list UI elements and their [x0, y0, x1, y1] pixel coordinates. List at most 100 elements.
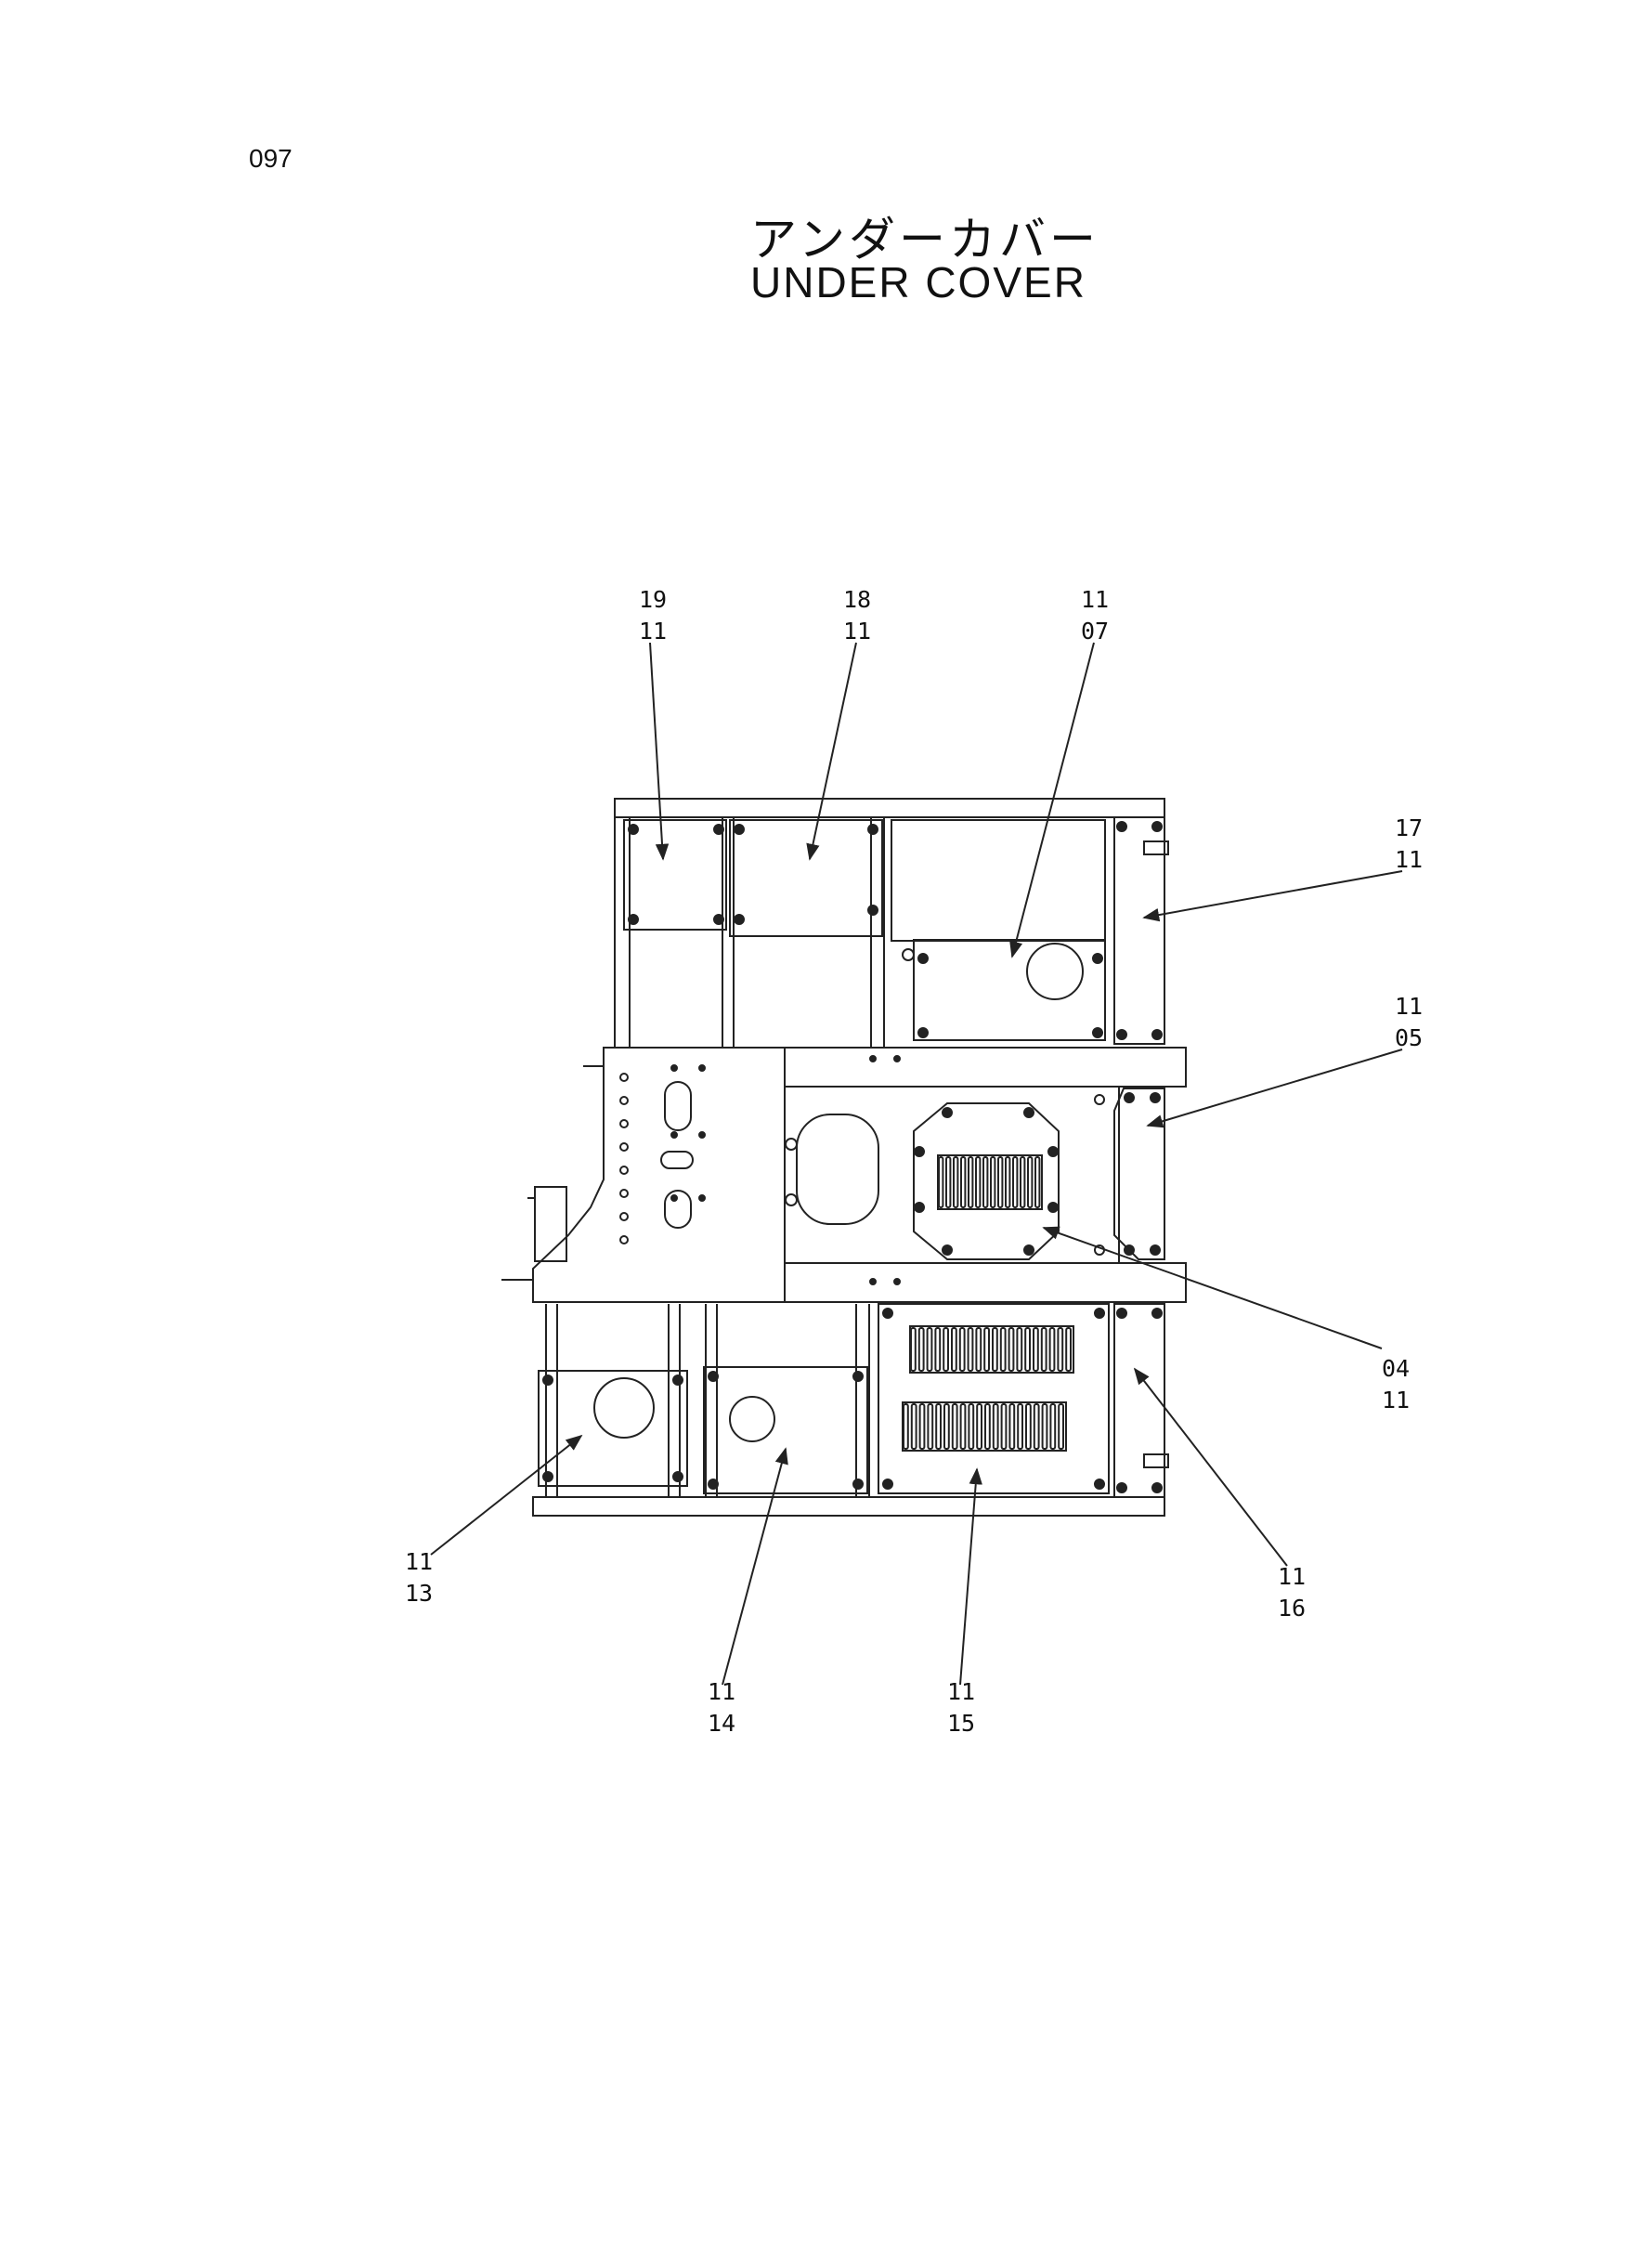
callout-18-11-bottom: 11	[843, 618, 871, 645]
callout-19-11: 19 11	[639, 586, 667, 645]
cover-17-11	[1113, 816, 1169, 1045]
louvre-slat	[934, 1327, 942, 1372]
callout-11-05-top: 11	[1395, 993, 1423, 1020]
louvre-slat	[976, 1403, 982, 1450]
callout-11-16-top: 11	[1278, 1563, 1306, 1590]
cover-04-11	[913, 1102, 1060, 1260]
callout-11-15-top: 11	[947, 1678, 975, 1705]
lower-crossbeam	[784, 1262, 1187, 1303]
callout-11-13-bottom: 13	[405, 1580, 433, 1607]
louvre-slat	[982, 1156, 989, 1208]
louvre-slat	[1025, 1403, 1032, 1450]
callouts: 19 11 18 11 11 07 17 11 11 05 04 11 11 1…	[405, 586, 1423, 1737]
top-rail	[614, 798, 1165, 818]
callout-11-07: 11 07	[1081, 586, 1109, 645]
louvre-slat	[943, 1327, 950, 1372]
callout-17-11: 17 11	[1395, 814, 1423, 873]
frame	[532, 798, 1187, 1517]
louvre-slat	[1024, 1327, 1031, 1372]
louvre-slat	[1000, 1403, 1008, 1450]
louvre-slat	[999, 1327, 1007, 1372]
louvre-slat	[918, 1403, 926, 1450]
louvre-slat	[953, 1156, 959, 1208]
cover-11-15	[878, 1303, 1110, 1494]
louvre-slat	[935, 1403, 943, 1450]
callout-11-07-top: 11	[1081, 586, 1109, 613]
title-japanese: アンダーカバー	[750, 213, 1099, 267]
louvre-slat	[967, 1327, 974, 1372]
callout-17-11-top: 17	[1395, 814, 1423, 841]
callout-11-13-top: 11	[405, 1548, 433, 1575]
louvre-slat	[1005, 1156, 1011, 1208]
louvre-slat	[1040, 1327, 1047, 1372]
cover-11-16	[1113, 1303, 1169, 1498]
callout-04-11: 04 11	[1382, 1355, 1410, 1414]
louvre-slat	[1065, 1327, 1072, 1372]
louvre-slat	[1017, 1403, 1023, 1450]
louvre-slat	[926, 1327, 933, 1372]
callout-11-14-bottom: 14	[708, 1710, 735, 1737]
louvre-slat	[1012, 1156, 1019, 1208]
louvre-slat	[968, 1403, 975, 1450]
louvre-slat	[959, 1403, 967, 1450]
callout-11-16: 11 16	[1278, 1563, 1306, 1622]
louvre-slat	[1034, 1156, 1041, 1208]
callout-11-13: 11 13	[405, 1548, 433, 1607]
cover-18-11	[729, 819, 883, 937]
callout-17-11-bottom: 11	[1395, 846, 1423, 873]
cover-11-05	[1113, 1088, 1165, 1260]
callout-11-14: 11 14	[708, 1678, 735, 1737]
louvre-slat	[1041, 1403, 1048, 1450]
callout-11-15: 11 15	[947, 1678, 975, 1737]
callout-11-05: 11 05	[1395, 993, 1423, 1051]
louvre-slat	[960, 1156, 967, 1208]
cover-11-13	[538, 1370, 688, 1487]
cover-19-11	[623, 819, 727, 931]
louvre-slat	[1008, 1327, 1015, 1372]
cover-11-14	[703, 1366, 868, 1494]
louvre-slat	[951, 1403, 958, 1450]
callout-18-11: 18 11	[843, 586, 871, 645]
louvre-slat	[975, 1156, 982, 1208]
louvre-slat	[1057, 1327, 1064, 1372]
callout-11-15-bottom: 15	[947, 1710, 975, 1737]
callout-04-11-bottom: 11	[1382, 1387, 1410, 1414]
louvre-slat	[1020, 1156, 1026, 1208]
louvre-slat	[984, 1403, 991, 1450]
callout-19-11-bottom: 11	[639, 618, 667, 645]
callout-11-14-top: 11	[708, 1678, 735, 1705]
louvre-slat	[990, 1156, 996, 1208]
louvre-slat	[975, 1327, 982, 1372]
leader-lines	[430, 642, 1403, 1686]
louvre-slat	[992, 1403, 999, 1450]
cover-11-07	[891, 819, 1106, 1041]
title-english: UNDER COVER	[750, 258, 1086, 306]
left-mounting-plate	[501, 1047, 786, 1303]
louvre-slat	[992, 1327, 998, 1372]
louvre-slat	[1027, 1156, 1034, 1208]
louvre-slat	[903, 1403, 909, 1450]
callout-19-11-top: 19	[639, 586, 667, 613]
louvre-slat	[938, 1156, 944, 1208]
louvre-slat	[958, 1327, 966, 1372]
page-number: 097	[249, 144, 293, 173]
louvre-slat	[997, 1156, 1004, 1208]
callout-11-16-bottom: 16	[1278, 1595, 1306, 1622]
louvre-slat	[1058, 1403, 1064, 1450]
louvre-slat	[1048, 1327, 1056, 1372]
callout-04-11-top: 04	[1382, 1355, 1410, 1382]
louvre-slat	[983, 1327, 990, 1372]
louvre-slat	[910, 1403, 917, 1450]
louvre-slat	[1049, 1403, 1057, 1450]
callout-18-11-top: 18	[843, 586, 871, 613]
louvre-slat	[1008, 1403, 1016, 1450]
louvre-slat	[927, 1403, 934, 1450]
callout-11-07-bottom: 07	[1081, 618, 1109, 645]
louvre-slat	[1033, 1403, 1040, 1450]
upper-crossbeam	[784, 1047, 1187, 1088]
louvre-slat	[910, 1327, 917, 1372]
louvre-slat	[1016, 1327, 1023, 1372]
louvre-slat	[917, 1327, 925, 1372]
callout-11-05-bottom: 05	[1395, 1024, 1423, 1051]
